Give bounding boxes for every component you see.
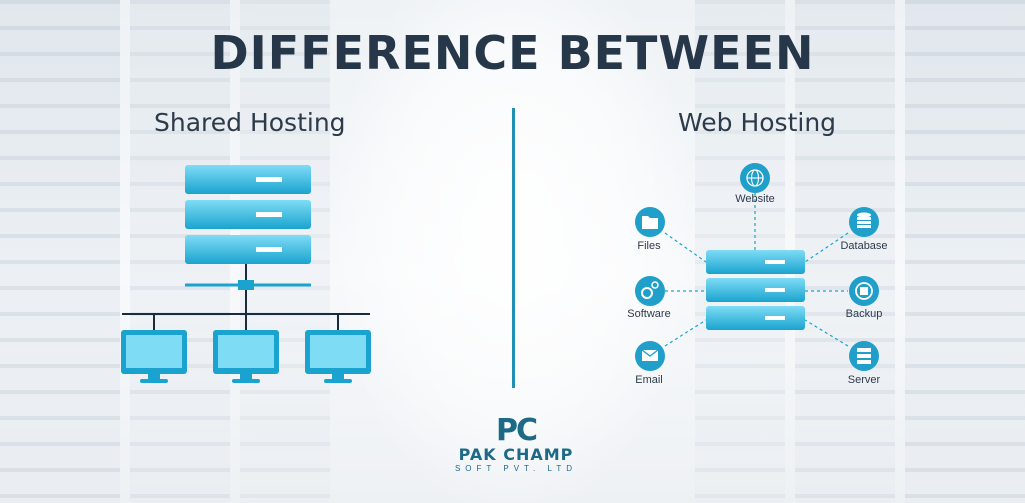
server-icon bbox=[849, 341, 879, 371]
shared-hosting-heading: Shared Hosting bbox=[154, 108, 346, 137]
database-icon bbox=[849, 207, 879, 237]
backup-icon bbox=[849, 276, 879, 306]
files-label: Files bbox=[637, 240, 661, 252]
email-label: Email bbox=[635, 374, 663, 386]
logo-mark: PC bbox=[495, 413, 538, 448]
monitor-icon bbox=[213, 330, 279, 383]
monitor-icon bbox=[121, 330, 187, 383]
monitor-icon bbox=[305, 330, 371, 383]
logo-name: PAK CHAMP bbox=[458, 445, 574, 464]
shared-server-stack bbox=[185, 165, 311, 264]
web-hosting-heading: Web Hosting bbox=[678, 108, 837, 137]
software-label: Software bbox=[627, 308, 671, 320]
email-icon bbox=[635, 341, 665, 371]
gear-icon bbox=[635, 276, 665, 306]
background-rack bbox=[905, 0, 1025, 503]
website-label: Website bbox=[735, 193, 775, 205]
web-hosting-connectors bbox=[664, 193, 849, 347]
server-label: Server bbox=[847, 374, 881, 386]
shared-network-lines bbox=[122, 264, 370, 330]
background-rack bbox=[795, 0, 895, 503]
backup-label: Backup bbox=[845, 308, 883, 320]
logo-tagline: SOFT PVT. LTD bbox=[454, 464, 578, 473]
page-title: DIFFERENCE BETWEEN bbox=[210, 26, 815, 80]
company-logo: PC PAK CHAMP SOFT PVT. LTD bbox=[446, 416, 586, 474]
database-label: Database bbox=[840, 240, 888, 252]
folder-icon bbox=[635, 207, 665, 237]
center-divider bbox=[512, 108, 515, 388]
globe-icon bbox=[740, 163, 770, 193]
background-rack bbox=[0, 0, 120, 503]
web-server-stack bbox=[706, 250, 805, 330]
